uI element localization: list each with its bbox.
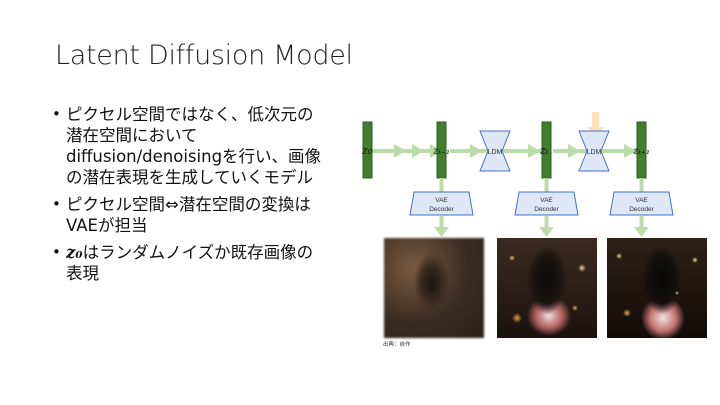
vae-decoder-label-2: Decoder — [629, 206, 654, 213]
ldm-bowtie-icon — [479, 130, 511, 172]
ldm-block: LDM — [479, 130, 511, 172]
bullet-item: • ピクセル空間ではなく、低次元の潜在空間においてdiffusion/denoi… — [52, 104, 322, 188]
arrow-head-icon — [624, 144, 636, 158]
vae-decoder-label-2: Decoder — [429, 206, 454, 213]
arrow-head-icon — [470, 144, 482, 158]
bullet-list: • ピクセル空間ではなく、低次元の潜在空間においてdiffusion/denoi… — [52, 104, 322, 290]
latent-label-zt-minus-1: zₜ₋₁ — [432, 146, 450, 157]
arrow-head-icon — [528, 144, 540, 158]
denoised-portrait-image — [607, 238, 707, 338]
down-arrow-icon — [539, 227, 554, 237]
bullet-math: z₀ — [66, 243, 83, 262]
slide-title: Latent Diffusion Model — [55, 40, 353, 71]
latent-label-zt-plus-1: zₜ₊₁ — [632, 146, 650, 157]
bullet-item: • z₀はランダムノイズか既存画像の表現 — [52, 242, 322, 284]
arrow-head-icon — [430, 144, 442, 158]
bullet-dot-icon: • — [52, 243, 61, 261]
partially-denoised-portrait-image — [497, 238, 597, 338]
bullet-dot-icon: • — [52, 195, 61, 213]
latent-label-zt: zₜ — [539, 144, 549, 157]
latent-label-z0: z₀ — [361, 144, 373, 157]
bullet-text: ピクセル空間ではなく、低次元の潜在空間においてdiffusion/denoisi… — [66, 105, 322, 187]
bullet-text: はランダムノイズか既存画像の表現 — [66, 243, 314, 283]
ldm-label: LDM — [488, 149, 503, 156]
down-arrow-icon — [634, 227, 649, 237]
arrow-head-icon — [412, 144, 424, 158]
ldm-bowtie-icon — [578, 130, 610, 172]
vae-decoder-label-2: Decoder — [534, 206, 559, 213]
vae-decoder-shape — [609, 191, 674, 216]
bullet-text: ピクセル空間⇔潜在空間の変換はVAEが担当 — [66, 195, 311, 235]
ldm-diagram-svg: z₀ zₜ₋₁ zₜ zₜ₊₁ LDM LDM VAE Decoder — [361, 112, 674, 237]
vae-decoder-shape — [514, 191, 579, 216]
bullet-item: • ピクセル空間⇔潜在空間の変換はVAEが担当 — [52, 194, 322, 236]
vae-decoder: VAE Decoder — [609, 191, 674, 216]
latent-bar-z0 — [362, 121, 373, 179]
bullet-dot-icon: • — [52, 105, 61, 123]
arrow-head-icon — [394, 144, 406, 158]
vae-decoder-label-1: VAE — [635, 197, 648, 204]
vae-decoder-label-1: VAE — [435, 197, 448, 204]
cond-arrow-shaft — [592, 112, 599, 128]
vae-decoder-label-1: VAE — [540, 197, 553, 204]
source-note: 出典：自作 — [383, 342, 411, 348]
blurry-portrait-image — [384, 238, 484, 338]
arrow-head-icon — [568, 144, 580, 158]
ldm-label: LDM — [587, 149, 602, 156]
down-arrow-icon — [434, 227, 449, 237]
vae-decoder: VAE Decoder — [514, 191, 579, 216]
ldm-block: LDM — [578, 130, 610, 172]
vae-decoder-shape — [409, 191, 474, 216]
ldm-diagram: z₀ zₜ₋₁ zₜ zₜ₊₁ LDM LDM VAE Decoder — [350, 100, 710, 360]
vae-decoder: VAE Decoder — [409, 191, 474, 216]
